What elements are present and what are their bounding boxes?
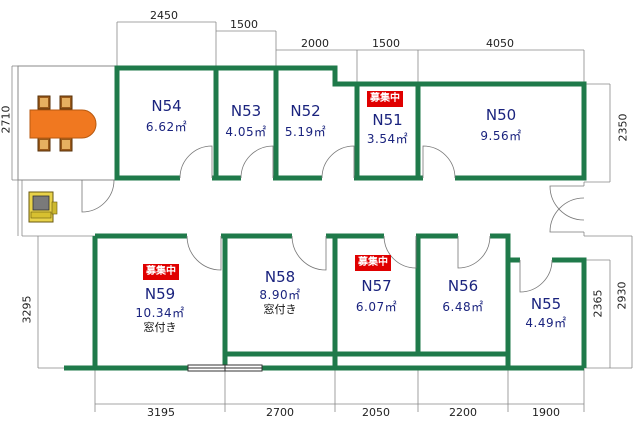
room-n52[interactable]: N52 5.19㎡ [276, 102, 335, 140]
dim-top-1500-b: 1500 [372, 37, 400, 50]
dim-bottom-2700: 2700 [266, 406, 294, 419]
room-n54[interactable]: N54 6.62㎡ [117, 97, 216, 135]
room-area: 6.62㎡ [145, 120, 188, 135]
dim-left-3295: 3295 [20, 295, 34, 324]
room-id: N55 [530, 295, 562, 313]
dimension-lines [11, 21, 633, 412]
room-id: N57 [361, 277, 392, 295]
room-area: 9.56㎡ [480, 129, 522, 144]
room-note: 窓付き [263, 303, 297, 317]
room-area: 6.07㎡ [355, 300, 398, 315]
dim-top-1500-a: 1500 [230, 18, 258, 31]
dim-bottom-1900: 1900 [532, 406, 560, 419]
dim-bottom-2050: 2050 [362, 406, 390, 419]
dim-top-4050: 4050 [486, 37, 514, 50]
room-area: 4.49㎡ [525, 316, 567, 331]
room-area: 10.34㎡ [135, 306, 185, 321]
room-n57[interactable]: N57 6.07㎡ [335, 277, 418, 315]
room-id: N58 [264, 268, 296, 286]
dim-right-2365: 2365 [591, 289, 605, 318]
room-note: 窓付き [143, 321, 177, 335]
room-id: N54 [151, 97, 182, 115]
room-area: 8.90㎡ [259, 288, 301, 303]
room-walls [64, 65, 587, 371]
dim-top-2000: 2000 [301, 37, 329, 50]
windows [187, 364, 263, 372]
room-id: N59 [144, 285, 176, 303]
meeting-table-icon [29, 95, 97, 152]
room-id: N51 [372, 111, 403, 129]
room-n53[interactable]: N53 4.05㎡ [216, 102, 276, 140]
room-n55[interactable]: N55 4.49㎡ [508, 295, 584, 331]
room-id: N50 [485, 106, 517, 124]
room-n59[interactable]: N59 10.34㎡ 窓付き [95, 285, 225, 335]
room-n50[interactable]: N50 9.56㎡ [418, 106, 584, 144]
room-area: 6.48㎡ [442, 300, 484, 315]
vacancy-badge-n59: 募集中 [143, 264, 179, 280]
dim-bottom-2200: 2200 [449, 406, 477, 419]
copier-icon [28, 191, 58, 223]
room-n56[interactable]: N56 6.48㎡ [418, 277, 508, 315]
dim-right-2350: 2350 [616, 113, 630, 142]
room-n58[interactable]: N58 8.90㎡ 窓付き [225, 268, 335, 317]
doors [81, 145, 588, 293]
dim-left-2710: 2710 [0, 105, 13, 134]
room-area: 5.19㎡ [284, 125, 327, 140]
dim-right-2930: 2930 [615, 281, 629, 310]
room-id: N53 [230, 102, 262, 120]
dim-top-2450: 2450 [150, 9, 178, 22]
room-area: 4.05㎡ [225, 125, 267, 140]
room-n51[interactable]: N51 3.54㎡ [357, 111, 418, 147]
room-id: N56 [447, 277, 479, 295]
vacancy-badge-n57: 募集中 [355, 255, 391, 271]
vacancy-badge-n51: 募集中 [367, 91, 403, 107]
room-area: 3.54㎡ [366, 132, 409, 147]
room-id: N52 [290, 102, 321, 120]
dim-bottom-3195: 3195 [147, 406, 175, 419]
